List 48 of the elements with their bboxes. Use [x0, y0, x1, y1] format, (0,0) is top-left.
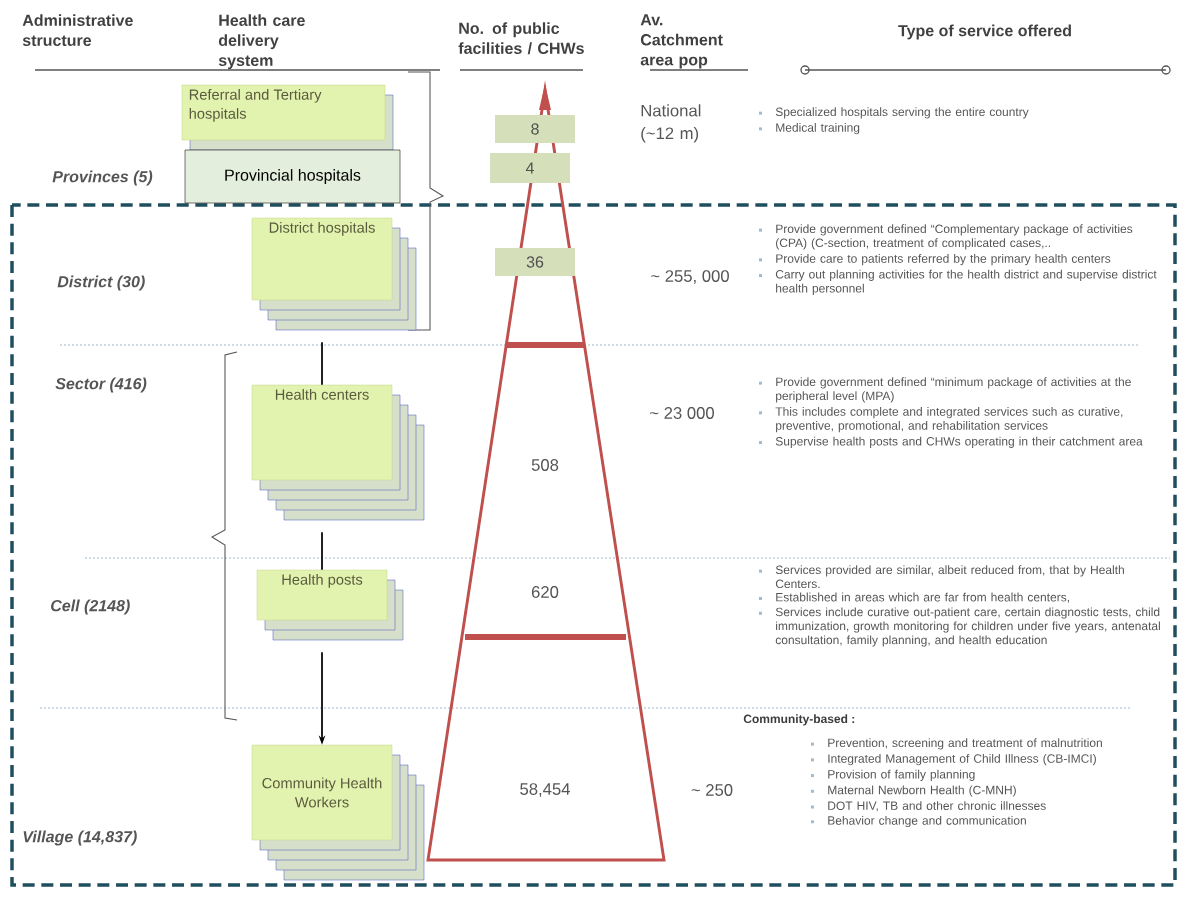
level-label: Provinces (5) [52, 170, 153, 186]
bullet-item: Provide care to patients referred by the primary health centers [759, 254, 1111, 266]
count-value: ~ 23 000 [650, 407, 714, 419]
stacked-box: Community Health Workers [251, 744, 425, 881]
level-label: Village (14,837) [23, 830, 137, 846]
stacked-box: Health centers [251, 384, 425, 521]
bullet-item: Behavior change and communication [811, 815, 1026, 828]
node-label: Health posts [282, 574, 363, 588]
bullet-item: This includes complete and integrated services such as curative, preventive, promotional, and rehabilitation services [759, 407, 1123, 433]
stacked-box: Health posts [256, 569, 404, 641]
bullet-item: Established in areas which are far from health centers, [759, 592, 1069, 603]
bullet-item: Provide government defined “minimum package of activities at the peripheral level (MPA) [759, 377, 1131, 403]
bullet-item: Specialized hospitals serving the entire country [759, 107, 1029, 119]
bullet-item: Carry out planning activities for the health district and supervise district health personnel [759, 269, 1157, 295]
column-heading: Type of service offered [898, 24, 1071, 40]
level-label: District (30) [57, 275, 145, 291]
count-value: 620 [531, 586, 559, 598]
connector-line [321, 341, 323, 386]
number-box: 36 [495, 248, 575, 276]
bullet-item: Supervise health posts and CHWs operating in their catchment area [759, 436, 1143, 448]
bullet-item: Maternal Newborn Health (C-MNH) [811, 785, 1016, 797]
node-label: District hospitals [269, 222, 375, 236]
connector-line [321, 531, 323, 571]
column-heading: Av. Catchment area pop [640, 14, 723, 69]
number-box: 4 [490, 153, 570, 183]
bullet-item: Provision of family planning [811, 769, 975, 781]
bullet-item: Integrated Management of Child Illness (CB-IMCI) [811, 754, 1096, 766]
number-box: 8 [495, 115, 575, 143]
bullet-item: Services include curative out-patient care, certain diagnostic tests, child immunization, growth monitoring for children under five years, antenatal consultation, family planning, and health education [759, 607, 1160, 647]
column-heading: Health care delivery system [218, 14, 305, 70]
bullet-item: Prevention, screening and treatment of malnutrition [811, 738, 1102, 750]
level-label: Sector (416) [55, 377, 147, 393]
bullet-item: Medical training [759, 123, 860, 135]
count-value: 508 [531, 459, 559, 471]
bullet-item: DOT HIV, TB and other chronic illnesses [811, 801, 1046, 812]
count-value: ~ 250 [691, 784, 733, 796]
bullet-item: Services provided are similar, albeit reduced from, that by Health Centers. [759, 565, 1124, 589]
list-heading: Community-based : [743, 714, 855, 726]
stacked-box: Referral and Tertiary hospitals [181, 84, 394, 151]
column-heading: No. of public facilities / CHWs [458, 22, 584, 55]
level-label: Cell (2148) [51, 599, 130, 615]
bullet-item: Provide government defined “Complementary package of activities (CPA) (C-section, treatment of complicated cases,.. [759, 224, 1133, 250]
stacked-box: District hospitals [251, 217, 417, 331]
count-value: ~ 255, 000 [651, 270, 729, 284]
column-heading: Administrative structure [22, 14, 133, 46]
count-value: 58,454 [520, 783, 570, 797]
facility-box: Provincial hospitals [184, 149, 401, 204]
catchment-value: National (~12 m) [641, 104, 701, 143]
